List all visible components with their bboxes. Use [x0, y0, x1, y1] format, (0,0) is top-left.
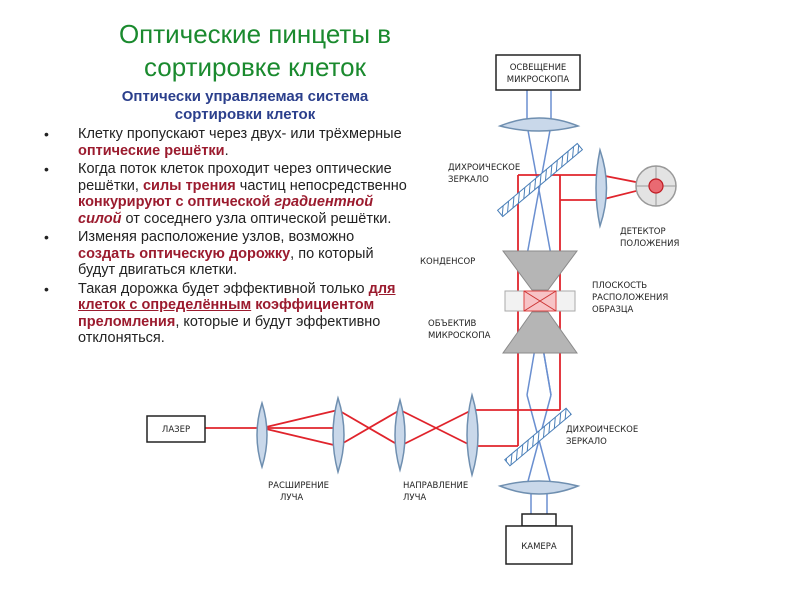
laser-beam-path — [205, 174, 657, 447]
dichroic-top-label-2: ЗЕРКАЛО — [448, 175, 489, 185]
direction-lens-1 — [394, 397, 406, 473]
illumination-label-1: ОСВЕЩЕНИЕ — [510, 63, 567, 73]
detector-label-2: ПОЛОЖЕНИЯ — [620, 239, 679, 249]
bullet-4-end: , которые и будут эффективно отклоняться… — [78, 313, 381, 347]
bullet-2-highlight-3: градиентной силой — [78, 194, 374, 227]
laser-label: ЛАЗЕР — [162, 425, 190, 435]
illumination-label-2: МИКРОСКОПА — [507, 75, 570, 85]
bullet-dot-icon: • — [44, 280, 49, 297]
sample-plane-label-2: РАСПОЛОЖЕНИЯ — [592, 293, 668, 303]
slide-subtitle: Оптически управляемая система сортировки… — [70, 88, 420, 124]
bullet-3: • Изменяя расположение узлов, возможно со… — [42, 229, 414, 279]
bullet-2-highlight-1: силы трения — [142, 177, 236, 194]
bullet-1-text: Клетку пропускают через двух- или трёхме… — [78, 126, 402, 142]
bullet-1-end: . — [224, 142, 229, 159]
subtitle-line-2: сортировки клеток — [174, 106, 316, 123]
objective — [502, 311, 578, 354]
condenser-label: КОНДЕНСОР — [420, 257, 475, 267]
detector-label-1: ДЕТЕКТОР — [620, 227, 666, 237]
objective-label-2: МИКРОСКОПА — [428, 331, 491, 341]
expansion-lens-1 — [256, 400, 268, 470]
bottom-lens — [497, 480, 581, 495]
dichroic-mirror-bottom — [504, 407, 572, 467]
beam-expansion-label-2: ЛУЧА — [280, 493, 303, 503]
bullet-4-highlight-2: коэффициентом преломления — [78, 297, 375, 330]
beam-direction-label-2: ЛУЧА — [403, 493, 426, 503]
bullet-2-text-2: частиц непосредственно — [235, 177, 407, 194]
beam-direction-label-1: НАПРАВЛЕНИЕ — [403, 481, 468, 491]
beam-expansion-label-1: РАСШИРЕНИЕ — [268, 481, 329, 491]
bullet-2: • Когда поток клеток проходит через оптич… — [42, 161, 414, 227]
bullet-dot-icon: • — [44, 126, 49, 142]
subtitle-line-1: Оптически управляемая система — [121, 88, 369, 105]
bullet-4-text: Такая дорожка будет эффективной только — [78, 280, 369, 297]
title-line-1: Оптические пинцеты в — [118, 19, 392, 49]
sample-plane-label-1: ПЛОСКОСТЬ — [592, 281, 647, 291]
bullet-4-highlight-1: для клеток с определённым — [78, 280, 396, 314]
objective-label-1: ОБЪЕКТИВ — [428, 319, 477, 329]
bullet-dot-icon: • — [44, 229, 49, 245]
slide-title: Оптические пинцеты в сортировке клеток — [90, 18, 420, 84]
expansion-lens-2 — [332, 395, 345, 475]
illumination-box: ОСВЕЩЕНИЕ МИКРОСКОПА — [495, 54, 581, 91]
bullet-3-highlight: создать оптическую дорожку — [78, 245, 291, 262]
bullet-2-text: Когда поток клеток проходит через оптиче… — [78, 161, 392, 194]
direction-lens-2 — [466, 392, 479, 478]
dichroic-bottom-label-1: ДИХРОИЧЕСКОЕ — [566, 425, 638, 435]
title-line-2: сортировке клеток — [143, 52, 367, 82]
bullet-2-end: от соседнего узла оптической решётки. — [121, 210, 392, 227]
detector-lens — [595, 147, 608, 229]
bullet-3-text: Изменяя расположение узлов, возможно — [78, 229, 355, 245]
condenser — [502, 250, 578, 291]
sample-plane — [504, 290, 576, 312]
dichroic-mirror-top — [496, 142, 584, 218]
top-lens — [497, 117, 581, 132]
dichroic-top-label-1: ДИХРОИЧЕСКОЕ — [448, 163, 520, 173]
bullet-3-end: , по который будут двигаться клетки. — [78, 245, 374, 279]
bullet-4: •Такая дорожка будет эффективной только … — [42, 281, 414, 347]
sample-plane-label-3: ОБРАЗЦА — [592, 305, 634, 315]
bullet-1: • Клетку пропускают через двух- или трёхм… — [42, 126, 414, 159]
position-detector — [635, 165, 677, 207]
bullet-1-highlight: оптические решётки — [78, 142, 225, 159]
dichroic-bottom-label-2: ЗЕРКАЛО — [566, 437, 607, 447]
bullet-2-highlight-2: конкурируют с оптической — [78, 194, 275, 210]
bullet-dot-icon: • — [44, 161, 49, 177]
laser: ЛАЗЕР — [146, 415, 206, 443]
camera: КАМЕРА — [505, 513, 573, 565]
camera-label: КАМЕРА — [521, 542, 557, 552]
bullet-list: • Клетку пропускают через двух- или трёхм… — [42, 126, 414, 349]
